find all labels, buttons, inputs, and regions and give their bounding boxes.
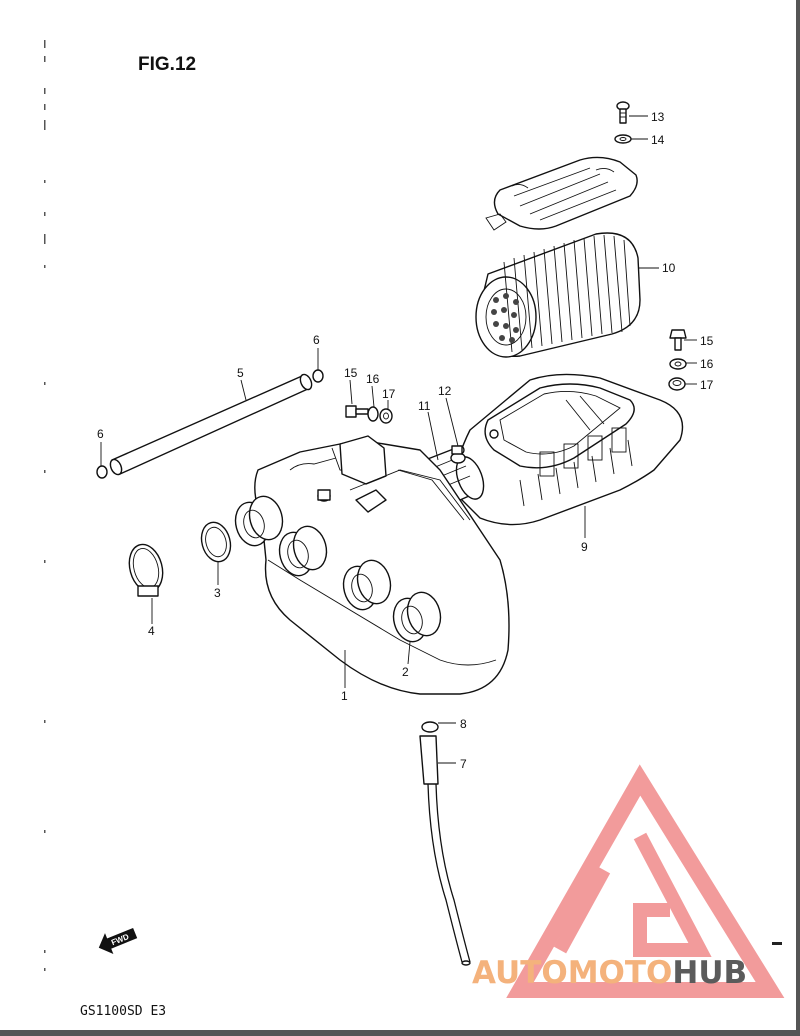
watermark-text-part1: AUTOMOTO (472, 955, 672, 991)
leader-lines (100, 115, 697, 764)
callout-2: 2 (402, 665, 409, 679)
callout-10: 10 (662, 261, 676, 275)
bolt-15-left (345, 405, 369, 418)
cap-8 (421, 721, 439, 733)
callout-17-left: 17 (382, 387, 396, 401)
filter-element-10 (475, 232, 641, 358)
intake-boot-2c (342, 559, 392, 611)
model-code: GS1100SD E3 (80, 1004, 166, 1019)
fwd-arrow-icon: FWD (98, 927, 138, 954)
clip-6-left (96, 465, 108, 479)
connector-11 (419, 447, 485, 509)
watermark-text-part2: HUB (672, 955, 747, 991)
callout-16-left: 16 (366, 372, 380, 386)
callout-4: 4 (148, 624, 155, 638)
callout-6-left: 6 (97, 427, 104, 441)
callout-1: 1 (341, 689, 348, 703)
watermark-logo-icon (506, 764, 785, 998)
washer-16-left (367, 406, 379, 422)
callout-13: 13 (651, 110, 665, 124)
washer-14 (614, 134, 632, 144)
filter-cover (485, 156, 638, 231)
intake-boot-2b (278, 525, 328, 577)
bolt-15-right (669, 329, 687, 351)
washer-16-right (669, 358, 687, 370)
drain-hose-7 (419, 735, 471, 966)
clip-6-top (312, 369, 324, 383)
figure-title: FIG.12 (138, 54, 196, 75)
nut-17-right (668, 377, 686, 391)
callout-3: 3 (214, 586, 221, 600)
callout-7: 7 (460, 757, 467, 771)
clamp-12 (450, 445, 466, 464)
callout-15-left: 15 (344, 366, 358, 380)
callouts: 13 14 10 15 16 17 6 5 15 16 17 12 11 6 9… (97, 110, 714, 771)
callout-16-right: 16 (700, 357, 714, 371)
callout-6-top: 6 (313, 333, 320, 347)
callout-15-right: 15 (700, 334, 714, 348)
watermark-text: AUTOMOTOHUB (472, 955, 747, 991)
callout-11: 11 (418, 399, 431, 413)
callout-5: 5 (237, 366, 244, 380)
pipe-5 (109, 373, 313, 476)
band-3 (200, 521, 232, 563)
intake-boot-2d (392, 591, 442, 643)
clamp-4 (128, 543, 164, 597)
screw-13 (616, 101, 630, 124)
callout-14: 14 (651, 133, 665, 147)
callout-9: 9 (581, 540, 588, 554)
callout-17-right: 17 (700, 378, 714, 392)
callout-12: 12 (438, 384, 452, 398)
callout-8: 8 (460, 717, 467, 731)
air-cleaner-case-9 (455, 373, 684, 526)
nut-17-left (379, 408, 393, 424)
intake-boot-2a (234, 495, 284, 547)
